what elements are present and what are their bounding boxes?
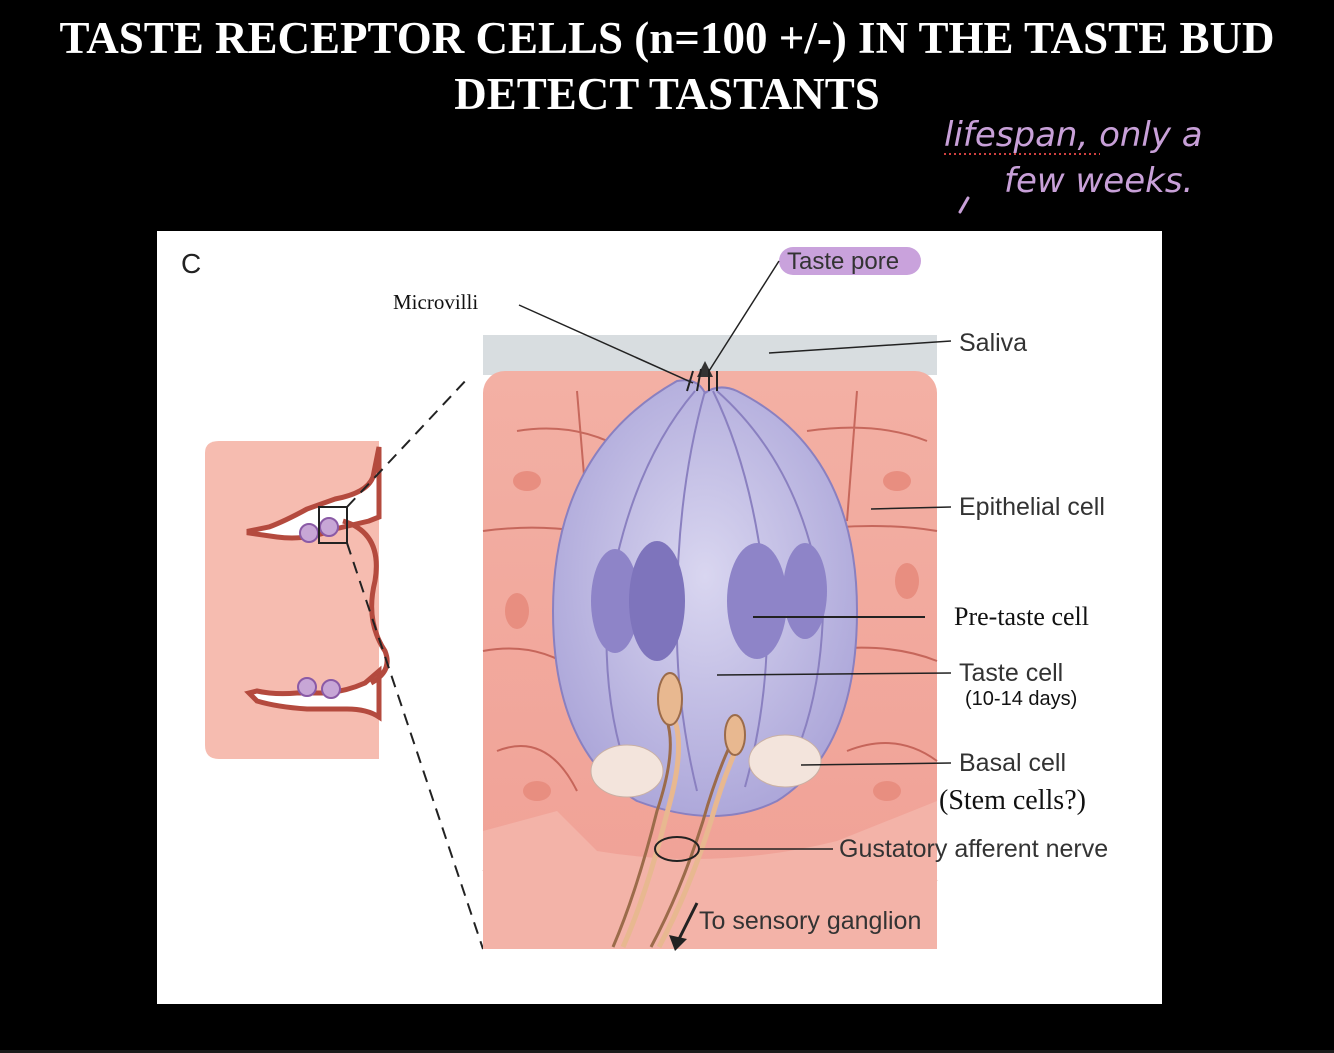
panel-letter: C: [181, 248, 201, 279]
handwritten-annotation: lifespan, only a few weeks.: [944, 115, 1203, 214]
label-epithelial-cell: Epithelial cell: [959, 493, 1105, 521]
taste-pore-highlight: [779, 247, 921, 275]
microvilli-leader: [518, 304, 694, 384]
basal-cell-right: [748, 734, 822, 788]
overview-bud-2: [319, 517, 339, 537]
saliva-leader: [768, 340, 952, 354]
taste-pore-leader: [708, 260, 780, 372]
zoom-line-top: [346, 376, 470, 508]
zoom-box: [318, 506, 348, 544]
overview-bud-1: [299, 523, 319, 543]
title-line-1: TASTE RECEPTOR CELLS (n=100 +/-) IN THE …: [59, 13, 1275, 63]
taste-cell-leader: [716, 672, 952, 676]
ganglion-arrow: [675, 902, 699, 944]
label-taste-pore: Taste pore: [787, 248, 899, 275]
epithelial-leader: [870, 506, 952, 510]
label-gustatory-nerve: Gustatory afferent nerve: [839, 835, 1108, 863]
basal-cell-left: [590, 744, 664, 798]
annotation-pointer-stroke: [958, 196, 970, 214]
title-line-2: DETECT TASTANTS: [454, 69, 880, 119]
label-pre-taste-cell: Pre-taste cell: [954, 602, 1089, 631]
label-basal-cell: Basal cell: [959, 749, 1066, 777]
label-saliva: Saliva: [959, 329, 1027, 357]
slide-title: TASTE RECEPTOR CELLS (n=100 +/-) IN THE …: [0, 10, 1334, 122]
annotation-line-2: few weeks.: [1004, 161, 1193, 201]
label-taste-cell: Taste cell: [959, 659, 1063, 687]
overview-bud-3: [297, 677, 317, 697]
label-stem-cells: (Stem cells?): [939, 785, 1086, 816]
overview-tissue: [205, 441, 390, 759]
label-sensory-ganglion: To sensory ganglion: [699, 907, 921, 935]
zoom-line-bottom: [346, 542, 484, 950]
annotation-line-1: lifespan, only a: [944, 115, 1203, 155]
slide-bottom-rule: [0, 1050, 1334, 1053]
basal-cell-leader: [800, 762, 952, 766]
taste-bud-figure: C: [157, 231, 1162, 1004]
taste-bud: [551, 361, 859, 817]
gustatory-nerve: [611, 672, 746, 951]
label-microvilli: Microvilli: [393, 290, 478, 314]
overview-bud-4: [321, 679, 341, 699]
figure-illustration: C: [181, 247, 1108, 951]
label-taste-cell-days: (10-14 days): [965, 688, 1077, 710]
